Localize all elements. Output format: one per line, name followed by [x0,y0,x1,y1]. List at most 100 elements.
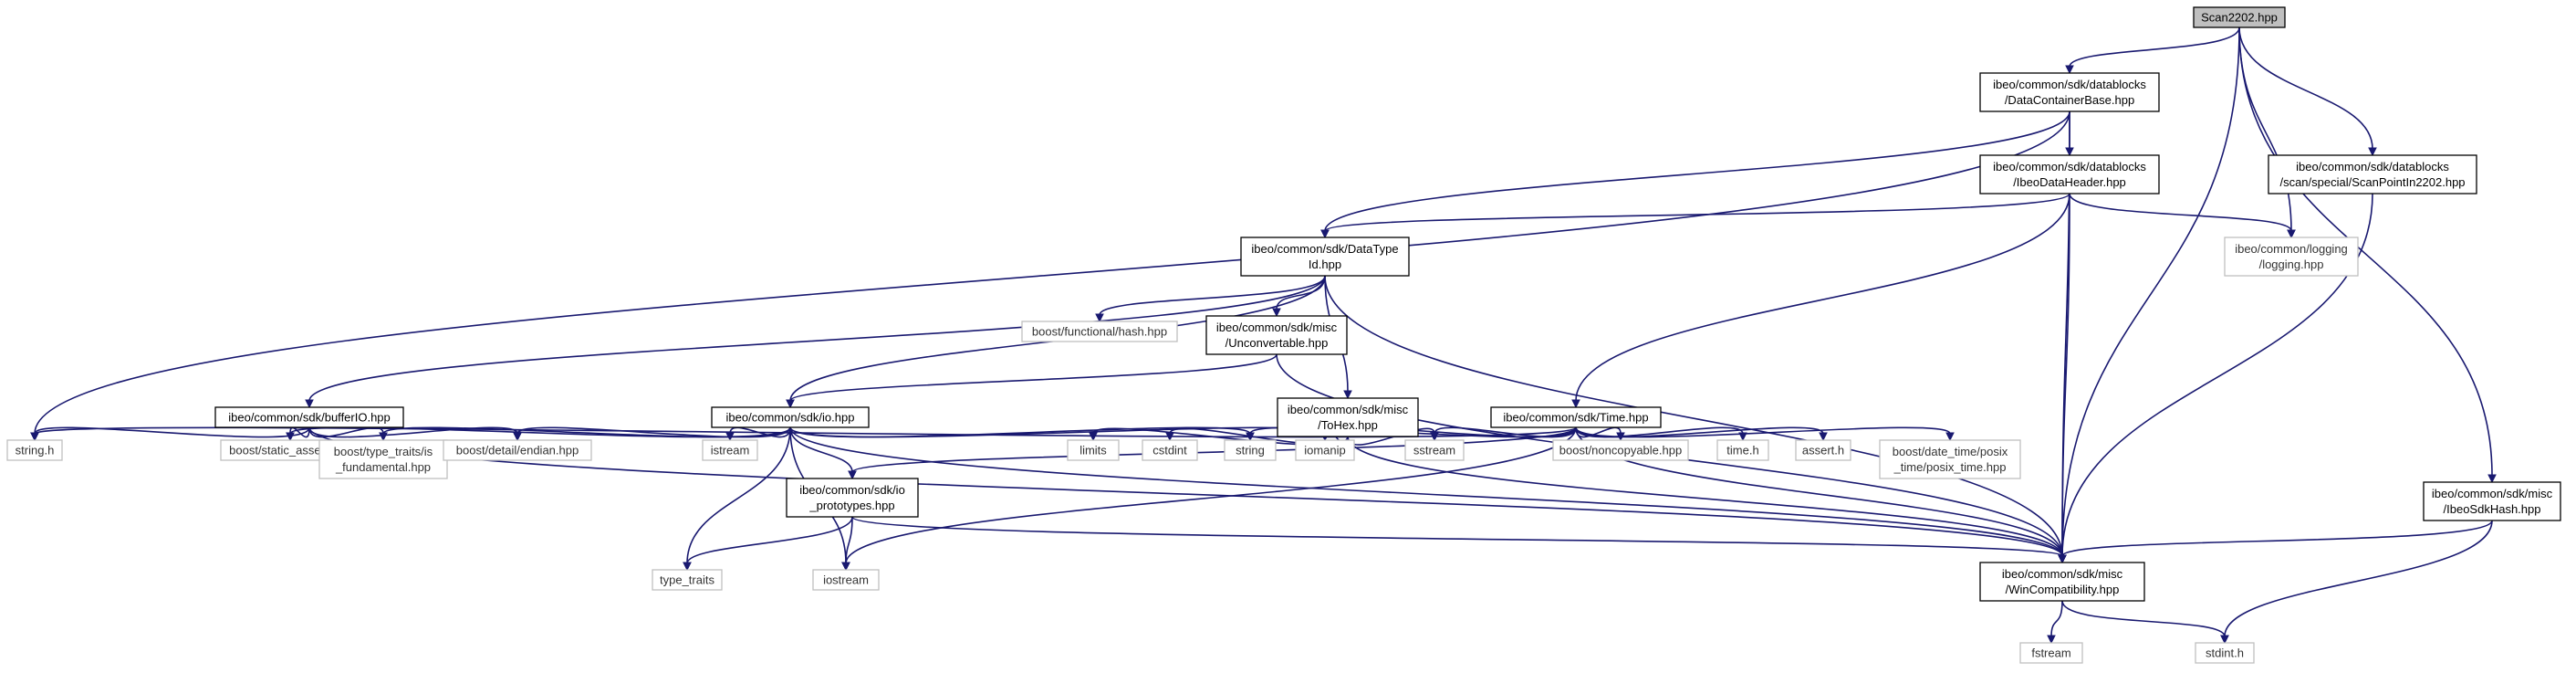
node-bufferio[interactable]: ibeo/common/sdk/bufferIO.hpp [214,406,404,428]
node-label: boost/date_time/posix [1893,445,2008,458]
node-label: /scan/special/ScanPointIn2202.hpp [2279,175,2465,189]
node-logging: ibeo/common/logging/logging.hpp [2224,237,2359,277]
edge-unconv-to-io [789,353,1278,402]
edges-layer [30,26,2497,645]
edge-time-to-stringh [34,426,1577,438]
node-label: ibeo/common/sdk/misc [1216,321,1338,334]
node-tohex[interactable]: ibeo/common/sdk/misc/ToHex.hpp [1277,397,1419,437]
node-label: ibeo/common/sdk/datablocks [2296,160,2449,174]
node-box [1277,397,1419,437]
node-sdkhash[interactable]: ibeo/common/sdk/misc/IbeoSdkHash.hpp [2423,481,2561,521]
node-bnc: boost/noncopyable.hpp [1552,439,1689,461]
edge-io-to-wincompat [789,426,2063,557]
node-iomanip: iomanip [1295,439,1355,461]
node-box [1142,439,1198,461]
edge-arrowhead [1738,432,1747,442]
edge-wincompat-to-stdinth [2061,600,2226,637]
edge-arrowhead [286,432,295,442]
node-label: iomanip [1304,444,1346,457]
node-time[interactable]: ibeo/common/sdk/Time.hpp [1490,406,1662,428]
node-wincompat[interactable]: ibeo/common/sdk/misc/WinCompatibility.hp… [1979,562,2145,602]
edge-arrowhead [1095,313,1104,323]
node-limits: limits [1067,439,1120,461]
node-idh[interactable]: ibeo/common/sdk/datablocks/IbeoDataHeade… [1979,154,2160,195]
edge-idh-to-wincompat [2061,193,2070,557]
node-label: /WinCompatibility.hpp [2006,583,2120,596]
edge-iop-to-iostream [845,516,853,564]
node-io[interactable]: ibeo/common/sdk/io.hpp [711,406,870,428]
edge-arrowhead [1945,432,1955,442]
node-label: ibeo/common/sdk/misc [2432,487,2553,500]
node-box [1295,439,1355,461]
edge-iop-to-typetraits [686,516,853,564]
node-iostream: iostream [812,569,880,591]
node-label: ibeo/common/sdk/Time.hpp [1503,411,1648,425]
node-label: Scan2202.hpp [2201,11,2278,25]
edge-arrowhead [2047,635,2056,645]
edge-idh-to-logging [2069,193,2292,232]
edge-arrowhead [30,432,39,442]
node-box [1404,439,1465,461]
edge-arrowhead [513,432,522,442]
node-typetraits: type_traits [652,569,723,591]
node-box [1021,321,1178,342]
edge-sdkhash-to-stdinth [2224,520,2493,637]
node-cstdint: cstdint [1142,439,1198,461]
edge-arrowhead [1819,432,1828,442]
node-box [812,569,880,591]
node-label: string.h [16,444,55,457]
node-box [1879,439,2021,479]
edge-idh-to-time [1575,193,2070,402]
node-stdinth: stdint.h [2195,642,2255,664]
node-sp2202[interactable]: ibeo/common/sdk/datablocks/scan/special/… [2268,154,2477,195]
node-label: time.h [1726,444,1758,457]
node-dcb[interactable]: ibeo/common/sdk/datablocks/DataContainer… [1979,72,2160,112]
node-box [1795,439,1851,461]
node-label: assert.h [1802,444,1844,457]
node-box [652,569,723,591]
node-box [214,406,404,428]
node-box [6,439,63,461]
node-label: limits [1079,444,1107,457]
node-label: /ToHex.hpp [1318,418,1378,432]
edge-arrowhead [2220,635,2229,645]
edge-time-to-iop [851,426,1577,473]
node-label: boost/noncopyable.hpp [1559,444,1682,457]
node-box [1979,154,2160,195]
edge-arrowhead [305,399,314,409]
node-label: iostream [823,573,869,587]
edge-bufferio-to-stringh [34,426,310,438]
node-label: ibeo/common/sdk/io [799,483,905,497]
edge-io-to-typetraits [686,426,791,564]
node-box [1067,439,1120,461]
edge-time-to-asserth [1575,426,1824,438]
edge-arrowhead [848,470,857,480]
node-iop[interactable]: ibeo/common/sdk/io_prototypes.hpp [786,478,919,518]
node-box [2019,642,2083,664]
node-label: ibeo/common/sdk/datablocks [1993,78,2146,91]
node-label: /DataContainerBase.hpp [2005,93,2134,107]
node-box [443,439,592,461]
edge-arrowhead [841,562,850,572]
node-fstream: fstream [2019,642,2083,664]
edge-tohex-to-wincompat [1347,436,2063,557]
node-box [2193,6,2286,28]
node-label: /IbeoSdkHash.hpp [2444,502,2541,516]
node-label: Id.hpp [1309,258,1341,271]
node-timeh: time.h [1716,439,1769,461]
node-label: ibeo/common/sdk/misc [1288,403,1409,416]
edge-io-to-iop [789,426,853,473]
node-box [2268,154,2477,195]
node-scan2202[interactable]: Scan2202.hpp [2193,6,2286,28]
node-box [2224,237,2359,277]
edge-time-to-sstream [1434,426,1577,438]
edge-arrowhead [2065,65,2074,75]
node-unconv[interactable]: ibeo/common/sdk/misc/Unconvertable.hpp [1205,315,1348,355]
node-label: ibeo/common/sdk/io.hpp [726,411,855,425]
edge-bufferio-to-bde [308,426,518,438]
node-label: fstream [2031,647,2070,660]
node-label: string [1236,444,1265,457]
edge-sdkhash-to-wincompat [2061,520,2493,557]
node-btt: boost/type_traits/is_fundamental.hpp [318,439,448,479]
